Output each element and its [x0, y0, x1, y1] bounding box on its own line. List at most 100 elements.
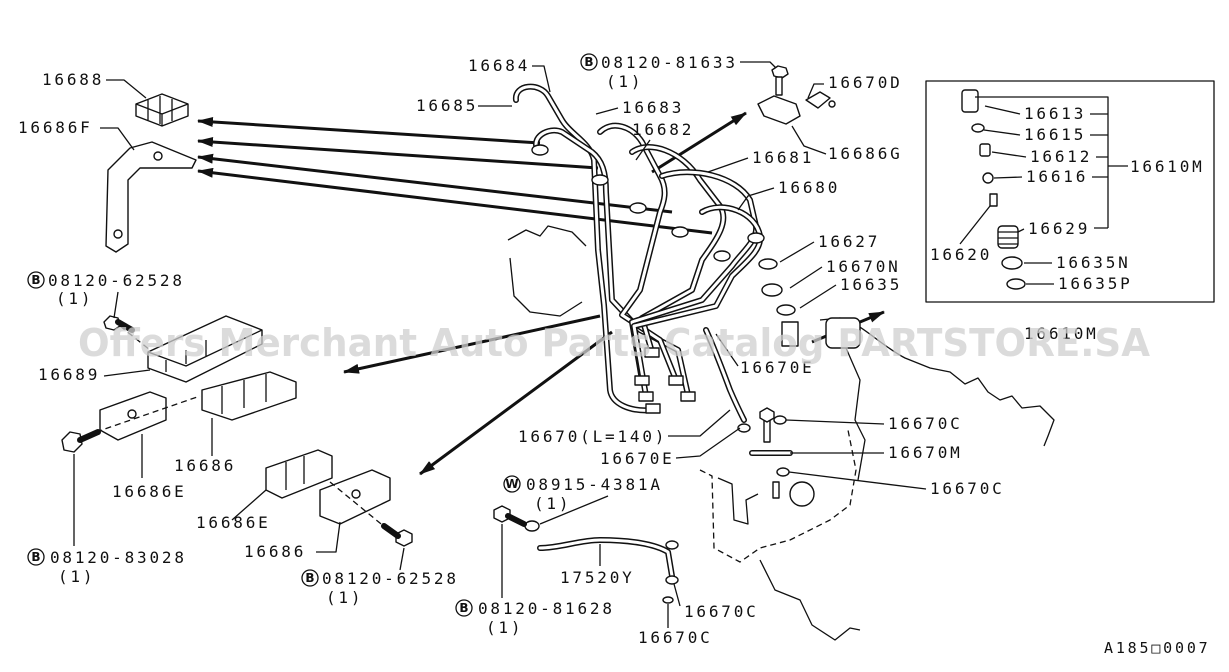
part-16612	[979, 143, 991, 157]
leader-16686-lower	[316, 521, 341, 553]
clamp-16688-slots	[135, 96, 189, 126]
pipe-17520y-bore	[538, 538, 674, 578]
clamp-16686-lower-hole	[351, 489, 361, 499]
diagram-code: A185□0007	[1104, 639, 1210, 657]
leader-16684	[532, 65, 551, 93]
callout-16670e-lower: 16670E	[600, 449, 675, 468]
clamp-plate-16689	[147, 315, 263, 383]
pipe-fittings	[531, 144, 765, 604]
arrow-4	[197, 167, 713, 235]
symbol-circle-icon	[27, 548, 45, 566]
leader-16615	[983, 129, 1021, 136]
callout-16686e-left: 16686E	[112, 482, 187, 501]
leader-08915-4381a	[539, 495, 609, 525]
leader-16670e-lower	[675, 427, 741, 459]
injection-pipe-5-bore	[630, 170, 758, 382]
fastener-part-number: 08120-62528	[48, 271, 185, 290]
leader-08120-62528-bottom	[399, 547, 405, 571]
callout-16635p: 16635P	[1058, 274, 1133, 293]
callout-16682: 16682	[632, 120, 694, 139]
injection-pipe-2-bore	[534, 129, 690, 397]
washer-16635	[776, 304, 796, 316]
bolt-head-icon	[771, 65, 789, 79]
bolt-08120-83028-head-icon	[61, 431, 83, 453]
callout-16670c-bottom-b: 16670C	[638, 628, 713, 647]
clamp-block-16686-upper	[201, 371, 297, 421]
callout-16670n: 16670N	[826, 257, 901, 276]
fastener-quantity: (1)	[326, 588, 363, 607]
fastener-symbol: B	[459, 601, 468, 615]
fitting-6	[747, 232, 765, 244]
leader-16670d	[807, 83, 824, 99]
fastener-quantity: (1)	[58, 567, 95, 586]
leader-16627	[779, 241, 815, 263]
bolt-08120-83028-shaft	[77, 429, 101, 443]
clamp-16688-body	[135, 93, 189, 127]
symbol-circle-icon	[301, 569, 319, 587]
bracket-hole-upper	[153, 151, 163, 161]
fastener-quantity: (1)	[486, 618, 523, 637]
arrow-1	[197, 116, 541, 145]
callout-16686-lower: 16686	[244, 542, 306, 561]
pump-end-1	[645, 403, 661, 414]
callout-16689: 16689	[38, 365, 100, 384]
pump-end-5	[634, 375, 650, 386]
callout-16681: 16681	[752, 148, 814, 167]
clamp-16670d	[805, 91, 836, 109]
callout-16670m: 16670M	[888, 443, 963, 462]
fastener-quantity: (1)	[606, 72, 643, 91]
callout-16680: 16680	[778, 178, 840, 197]
fitting-17520y-a	[665, 540, 679, 550]
arrow-2	[197, 137, 599, 170]
clamp-plate-16689-slots	[147, 329, 263, 372]
nozzle-holder	[781, 321, 799, 347]
clamp-16688	[135, 93, 189, 127]
callout-16615: 16615	[1024, 125, 1086, 144]
engine-lower-solid	[759, 559, 861, 641]
leader-16689	[103, 369, 151, 377]
symbol-circle-icon	[27, 271, 45, 289]
fastener-symbol: W	[505, 477, 518, 491]
symbol-circle-icon	[580, 53, 598, 71]
arrow-7	[419, 330, 613, 476]
arrow-5	[651, 111, 747, 174]
clamp-16670d-body	[805, 91, 831, 109]
callout-16610m: 16610M	[1130, 157, 1205, 176]
bracket-hole-lower	[113, 229, 123, 239]
pump-end-4	[644, 347, 660, 358]
callout-16670c-upper: 16670C	[888, 414, 963, 433]
leader-16670-l140	[668, 409, 731, 437]
callout-16685: 16685	[416, 96, 478, 115]
nozzle-hardware	[758, 258, 861, 349]
fastener-symbol: B	[305, 571, 314, 585]
leader-16670c-right	[788, 471, 927, 490]
cap-lower	[789, 481, 815, 507]
fitting-5	[713, 250, 731, 262]
leader-16670e-upper	[715, 333, 739, 367]
bolt-08120-81633	[771, 65, 789, 96]
leader-16613	[984, 105, 1021, 115]
clamp-16670d-eye	[828, 100, 836, 108]
callout-16670e-upper: 16670E	[740, 358, 815, 377]
clamp-block-16686-upper-slots	[221, 374, 267, 414]
nozzle-kit-box	[925, 80, 1215, 303]
leader-16629	[1017, 228, 1025, 233]
symbol-circle-icon	[503, 475, 521, 493]
callout-labels: 16688 16686F 16684 16685 16683 16682 166…	[18, 56, 1205, 647]
leader-16688	[106, 79, 147, 99]
fastener-08120-81633: B 08120-81633 (1)	[580, 53, 735, 91]
washer-16670n	[761, 283, 783, 297]
callout-16670-l140: 16670(L=140)	[518, 427, 667, 446]
part-16620	[989, 193, 998, 207]
washer-16670c-bottom	[662, 596, 674, 604]
fastener-quantity: (1)	[534, 494, 571, 513]
leader-16670c-bottom-a	[673, 583, 681, 607]
arrow-6	[343, 314, 601, 374]
bracket-16686f	[105, 141, 197, 253]
part-16629-rings	[998, 231, 1018, 245]
leader-16686f	[100, 127, 135, 151]
clamp-alignment-lines	[95, 325, 387, 529]
callout-16627: 16627	[818, 232, 880, 251]
injection-pipe-1-bore	[514, 85, 654, 412]
leader-16610m-bracket	[975, 96, 1128, 229]
